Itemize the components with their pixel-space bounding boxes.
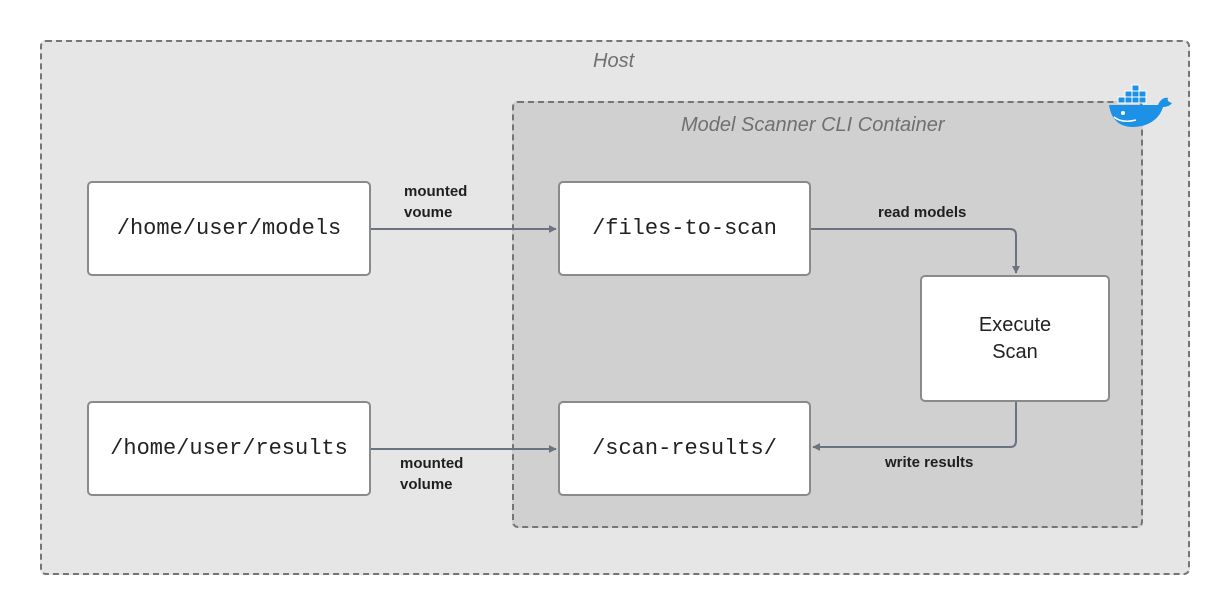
execute-scan-node: Execute Scan bbox=[920, 275, 1110, 402]
edge-label-write-results: write results bbox=[885, 454, 974, 471]
container-label: Model Scanner CLI Container bbox=[681, 114, 945, 136]
edge-label-read-models: read models bbox=[878, 204, 967, 221]
host-label: Host bbox=[593, 50, 635, 72]
host-results-node: /home/user/results bbox=[87, 401, 371, 496]
edge-label-mounted-results: mounted volume bbox=[400, 455, 464, 493]
docker-whale-icon bbox=[1109, 84, 1172, 127]
scan-results-node: /scan-results/ bbox=[558, 401, 811, 496]
host-models-node: /home/user/models bbox=[87, 181, 371, 276]
edge-label-mounted-models: mounted voume bbox=[404, 183, 468, 221]
files-to-scan-node: /files-to-scan bbox=[558, 181, 811, 276]
